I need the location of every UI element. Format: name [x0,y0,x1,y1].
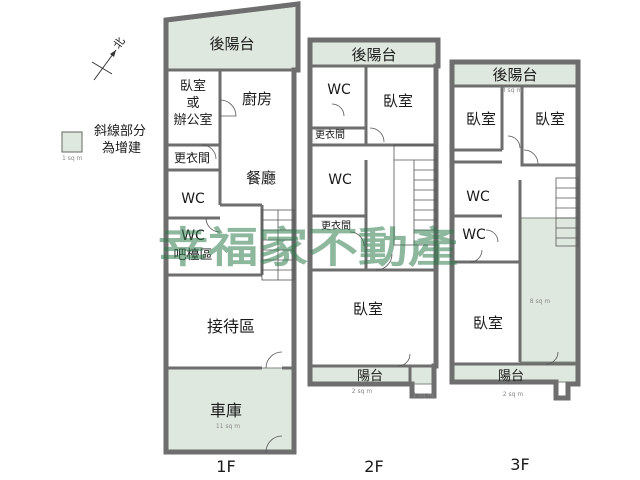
f1-dressing-label: 更衣間 [174,150,210,165]
floor-3f: 後陽台 3 sq m 臥室 臥室 WC WC 臥室 8 sq m 陽台 2 sq… [449,59,581,474]
f1-wc1-label: WC [181,191,205,207]
f2-balcony-label: 陽台 [357,369,383,384]
f3-balcony-label: 陽台 [498,369,524,384]
f2-back-balcony-label: 後陽台 [351,46,396,64]
f3-bedroom3-label: 臥室 [473,314,503,332]
f3-balcony-area: 2 sq m [503,391,524,398]
f3-back-balcony-area: 3 sq m [502,87,523,94]
f3-bedroom1-label: 臥室 [466,110,496,128]
floor-2f: 後陽台 WC 臥室 更衣間 WC 更衣間 臥室 陽台 2 sq m 1 sq m… [307,37,441,476]
f2-small-area: 1 sq m [413,392,434,399]
f2-floor-label: 2F [364,457,383,476]
f2-dressing1-label: 更衣間 [315,128,345,141]
f1-garage-area: 11 sq m [216,423,240,430]
watermark-text: 幸福家不動產 [158,223,458,272]
f1-office-label-line1: 臥室 [180,78,206,94]
legend-swatch [61,131,83,153]
f1-garage-extension [165,367,295,453]
f1-garage-label: 車庫 [210,401,242,420]
f2-dressing2-label: 更衣間 [321,219,351,232]
f1-back-balcony-label: 後陽台 [209,35,254,53]
f3-back-balcony-label: 後陽台 [492,66,537,84]
legend-area-unit: 1 sq m [62,155,83,162]
f3-bedroom2-label: 臥室 [535,110,565,128]
f2-bedroom1-label: 臥室 [383,92,413,110]
f3-big-area: 8 sq m [530,298,551,305]
north-label: 北 [111,35,128,51]
floor-1f: 後陽台 臥室 或 辦公室 廚房 餐廳 更衣間 WC WC 吧檯區 接待區 車庫 … [163,1,301,476]
f1-floor-label: 1F [216,457,235,476]
f2-wc2-label: WC [328,172,352,188]
f2-bedroom2-label: 臥室 [353,300,383,318]
f1-dining-label: 餐廳 [246,169,276,187]
f3-big-extension [519,217,579,363]
f2-balcony-area: 2 sq m [352,388,373,395]
legend-text-line2: 為增建 [102,140,141,156]
f1-office-label-line3: 辦公室 [173,112,212,128]
f3-floor-label: 3F [510,455,529,474]
f3-wc2-label: WC [462,227,486,243]
f3-wc1-label: WC [466,189,490,205]
f1-kitchen-label: 廚房 [242,90,272,108]
f1-wc2-label: WC [181,228,205,244]
f1-bar-label: 吧檯區 [173,248,212,263]
north-compass-icon: 北 [91,35,128,81]
legend-text-line1: 斜線部分 [94,123,146,139]
f1-reception-label: 接待區 [207,317,255,336]
f1-office-label-line2: 或 [186,96,199,111]
f2-wc1-label: WC [327,82,351,98]
